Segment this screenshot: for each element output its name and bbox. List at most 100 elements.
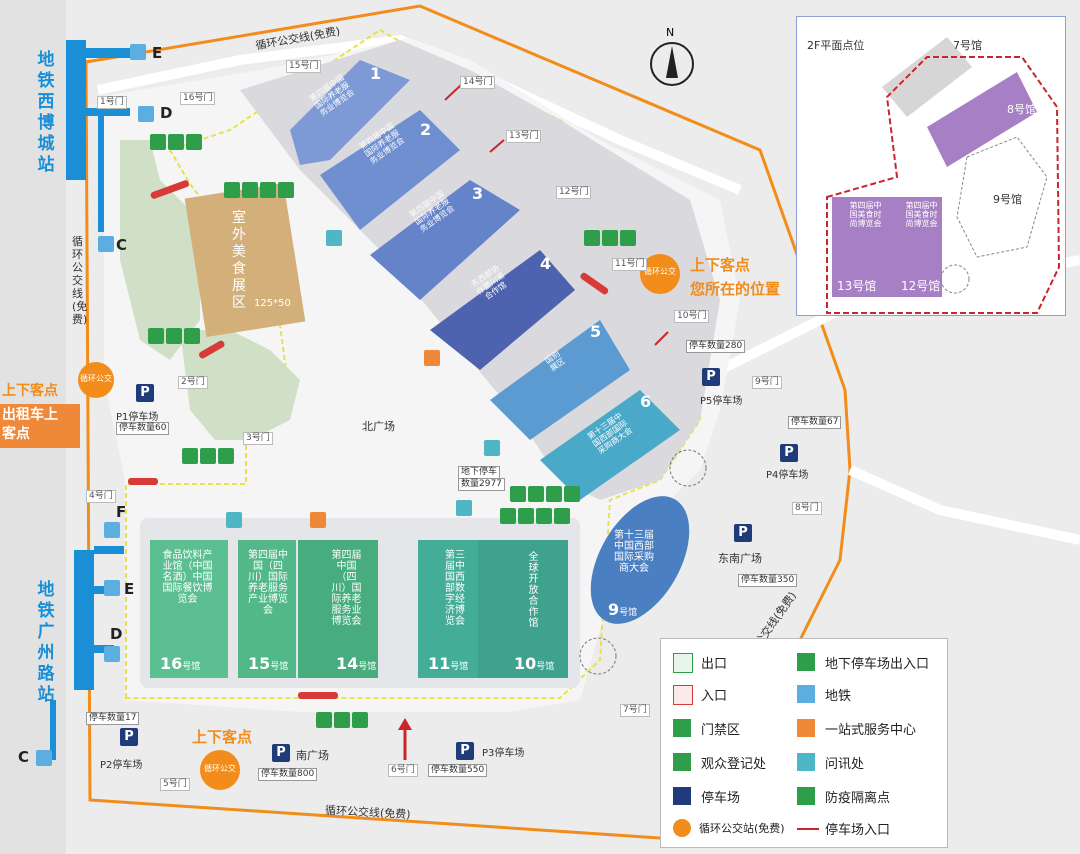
inset-hall-12-label: 12号馆 xyxy=(901,279,941,293)
metro-line-north xyxy=(66,40,86,180)
entrance-bar xyxy=(580,272,609,295)
inset-hall-8-label: 8号馆 xyxy=(1007,103,1036,116)
metro-icon xyxy=(797,685,815,703)
legend-label: 地下停车场出入口 xyxy=(825,657,930,672)
quarantine-icon xyxy=(148,328,164,344)
gate-label: 12号门 xyxy=(556,186,592,199)
gate-label: 3号门 xyxy=(243,432,273,445)
inset-hall-12 xyxy=(897,197,942,297)
visitor-registration-icon xyxy=(546,486,562,502)
metro-exit-label: C xyxy=(18,748,30,766)
visitor-registration-icon xyxy=(673,753,691,771)
hall-16-text: 食品饮料产业馆（中国名酒）中国国际餐饮博览会 xyxy=(162,550,213,605)
entrance-bar xyxy=(128,478,158,485)
legend: 出口 地下停车场出入口 入口 地铁 门禁区 一站式服务中心 观众登记处 问讯处 … xyxy=(660,638,948,848)
north-arrow-icon xyxy=(666,46,678,78)
hall-6-number: 6 xyxy=(640,392,652,411)
underground-parking-exit-icon xyxy=(518,508,534,524)
hall-10-block xyxy=(478,540,568,678)
pickup-label-east: 上下客点 xyxy=(690,256,751,274)
legend-label: 出口 xyxy=(701,657,728,672)
visitor-registration-icon xyxy=(620,230,636,246)
inset-hall-9 xyxy=(956,136,1048,258)
info-desk-icon xyxy=(456,500,472,516)
hall-16-number: 16号馆 xyxy=(160,654,201,673)
gate-control-icon xyxy=(200,448,216,464)
parking-entrance-arrow xyxy=(444,83,463,101)
quarantine-icon xyxy=(224,182,240,198)
gate-control-icon xyxy=(510,486,526,502)
parking-p5-count: 停车数量280 xyxy=(686,340,746,353)
legend-label: 防疫隔离点 xyxy=(825,791,891,806)
metro-exit-label: C xyxy=(116,236,128,254)
legend-label: 停车场入口 xyxy=(825,823,891,838)
gate-label: 16号门 xyxy=(180,92,216,105)
legend-label: 停车场 xyxy=(701,791,741,806)
gate-label: 4号门 xyxy=(86,490,116,503)
metro-icon xyxy=(104,646,120,662)
hall-14-block xyxy=(298,540,378,678)
roundabout xyxy=(669,449,707,487)
parking-south-count: 停车数量800 xyxy=(258,768,318,781)
south-plaza-label: 南广场 xyxy=(296,749,329,762)
entrance-bar xyxy=(150,180,189,199)
hall-1-block xyxy=(290,60,410,165)
gate-label: 1号门 xyxy=(97,96,127,109)
visitor-registration-icon xyxy=(184,328,200,344)
gate-label: 13号门 xyxy=(506,130,542,143)
quarantine-icon xyxy=(182,448,198,464)
metro-exit-label: E xyxy=(124,580,135,598)
hall-11-block xyxy=(418,540,478,678)
legend-label: 问讯处 xyxy=(825,757,865,772)
bus-sign-label: 循环公交 xyxy=(80,374,112,383)
parking-p4-name: P4停车场 xyxy=(766,470,809,481)
hall-2-block xyxy=(320,110,460,230)
road xyxy=(847,465,1080,545)
hall-1-number: 1 xyxy=(370,64,382,83)
legend-label: 入口 xyxy=(701,689,728,704)
underground-parking-exit-icon xyxy=(260,182,276,198)
metro-icon xyxy=(98,236,114,252)
hall-4-block xyxy=(430,250,575,370)
parking-icon xyxy=(673,787,691,805)
parking-p2-name: P2停车场 xyxy=(100,760,143,771)
metro-exit-connector xyxy=(86,108,130,116)
hall-5-number: 5 xyxy=(590,322,602,341)
parking-p1-count: 停车数量60 xyxy=(116,422,170,435)
hall-3-block xyxy=(370,180,520,300)
inset-roundabout xyxy=(940,264,970,294)
north-plaza-label: 北广场 xyxy=(362,420,395,433)
hall-10-number: 10号馆 xyxy=(514,654,555,673)
hall-2-number: 2 xyxy=(420,120,432,139)
pickup-label-west: 上下客点 xyxy=(2,383,58,399)
gate-label: 5号门 xyxy=(160,778,190,791)
taxi-pickup-label: 出租车上客点 xyxy=(2,407,58,442)
parking-p3-name: P3停车场 xyxy=(482,748,525,759)
legend-label: 门禁区 xyxy=(701,723,741,738)
gate-label: 10号门 xyxy=(674,310,710,323)
inset-hall-9-label: 9号馆 xyxy=(993,193,1022,206)
gate-label: 11号门 xyxy=(612,258,648,271)
compass-label: N xyxy=(666,26,675,39)
parking-southeast-count: 停车数量350 xyxy=(738,574,798,587)
parking-entrance-arrow xyxy=(489,139,505,153)
metro-exit-label: D xyxy=(110,625,123,643)
roundabout xyxy=(579,637,617,675)
quarantine-icon xyxy=(316,712,332,728)
metro-exit-label: D xyxy=(160,104,173,122)
info-desk-icon xyxy=(326,230,342,246)
hall-3-number: 3 xyxy=(472,184,484,203)
inset-title: 2F平面点位 xyxy=(807,39,865,52)
gate-label: 7号门 xyxy=(620,704,650,717)
loop-bus-label-left: 循环公交线(免费) xyxy=(72,235,88,326)
metro-exit-connector xyxy=(94,546,124,554)
inset-hall-7-label: 7号馆 xyxy=(953,39,982,52)
parking-entrance-arrow xyxy=(654,331,669,346)
metro-icon xyxy=(36,750,52,766)
metro-exit-connector xyxy=(50,700,56,760)
hall-5-block xyxy=(490,320,630,440)
taxi-pickup-panel xyxy=(0,404,80,448)
inset-hall-8 xyxy=(927,72,1037,167)
quarantine-icon xyxy=(554,508,570,524)
entrance-icon xyxy=(673,685,693,705)
